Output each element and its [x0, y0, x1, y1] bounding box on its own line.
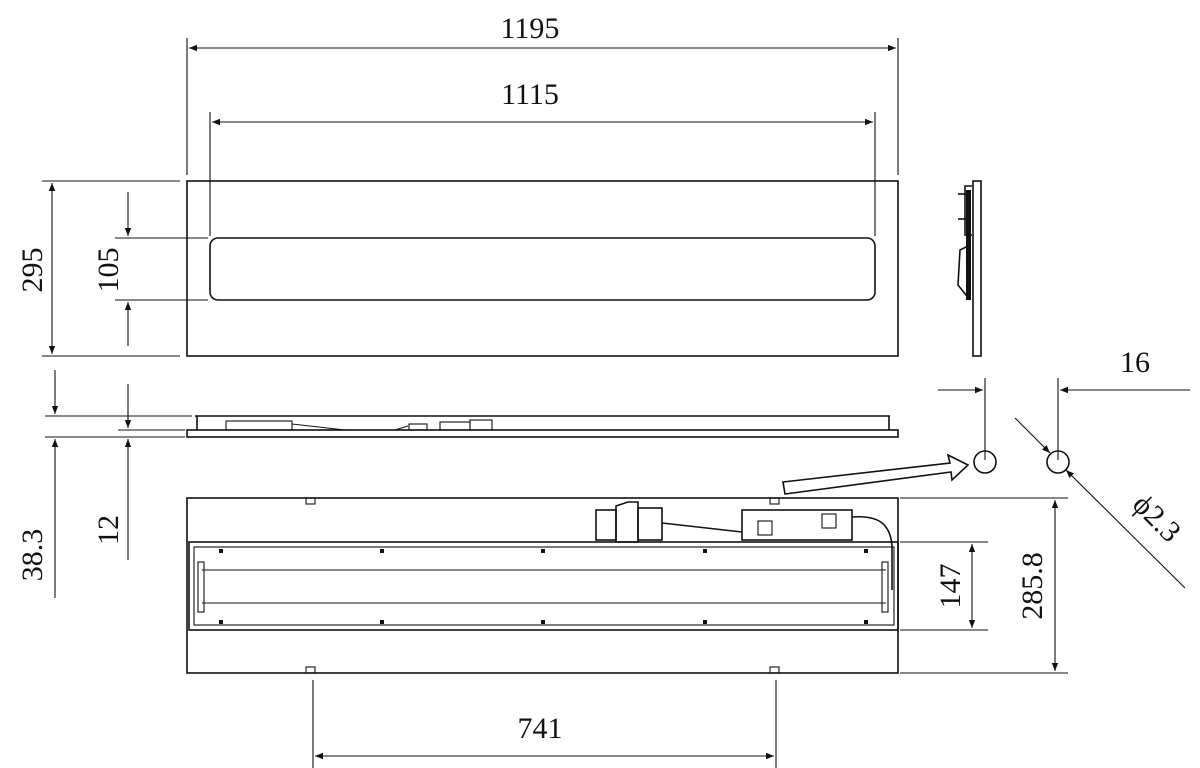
dim-label-38-3: 38.3: [16, 529, 49, 582]
dim-label-295: 295: [16, 248, 49, 293]
callout-arrow-icon: [782, 453, 970, 495]
dim-overall-height: 38.3: [16, 370, 192, 598]
dim-label-741: 741: [518, 712, 563, 745]
dim-bracket-spacing: 741: [312, 680, 777, 768]
dim-overall-length: 1195: [186, 12, 899, 175]
dim-label-16: 16: [1120, 346, 1150, 379]
side-view: [186, 415, 899, 438]
dim-overall-width: 295: [16, 180, 180, 357]
dim-diffuser-width: 105: [92, 192, 208, 346]
dim-diffuser-length: 1115: [209, 78, 876, 236]
back-view: [186, 497, 899, 674]
dim-back-frame-width: 147: [900, 541, 988, 631]
panel-outline: [186, 180, 899, 357]
dim-label-12: 12: [92, 515, 125, 545]
hole-detail: 16 ϕ2.3: [782, 346, 1190, 589]
connector: [595, 501, 663, 543]
diffuser-outline: [209, 237, 876, 301]
dim-label-diameter: ϕ2.3: [1126, 488, 1187, 549]
end-view: [957, 180, 982, 357]
dim-label-1115: 1115: [501, 78, 559, 111]
dim-label-285-8: 285.8: [1016, 552, 1049, 620]
dim-label-105: 105: [92, 248, 125, 293]
top-view: [186, 180, 899, 357]
dim-label-147: 147: [934, 564, 967, 609]
dim-panel-thickness: 12: [92, 384, 185, 560]
dim-back-width: 285.8: [900, 497, 1068, 674]
dim-label-1195: 1195: [501, 12, 560, 45]
driver-box: [741, 509, 853, 541]
